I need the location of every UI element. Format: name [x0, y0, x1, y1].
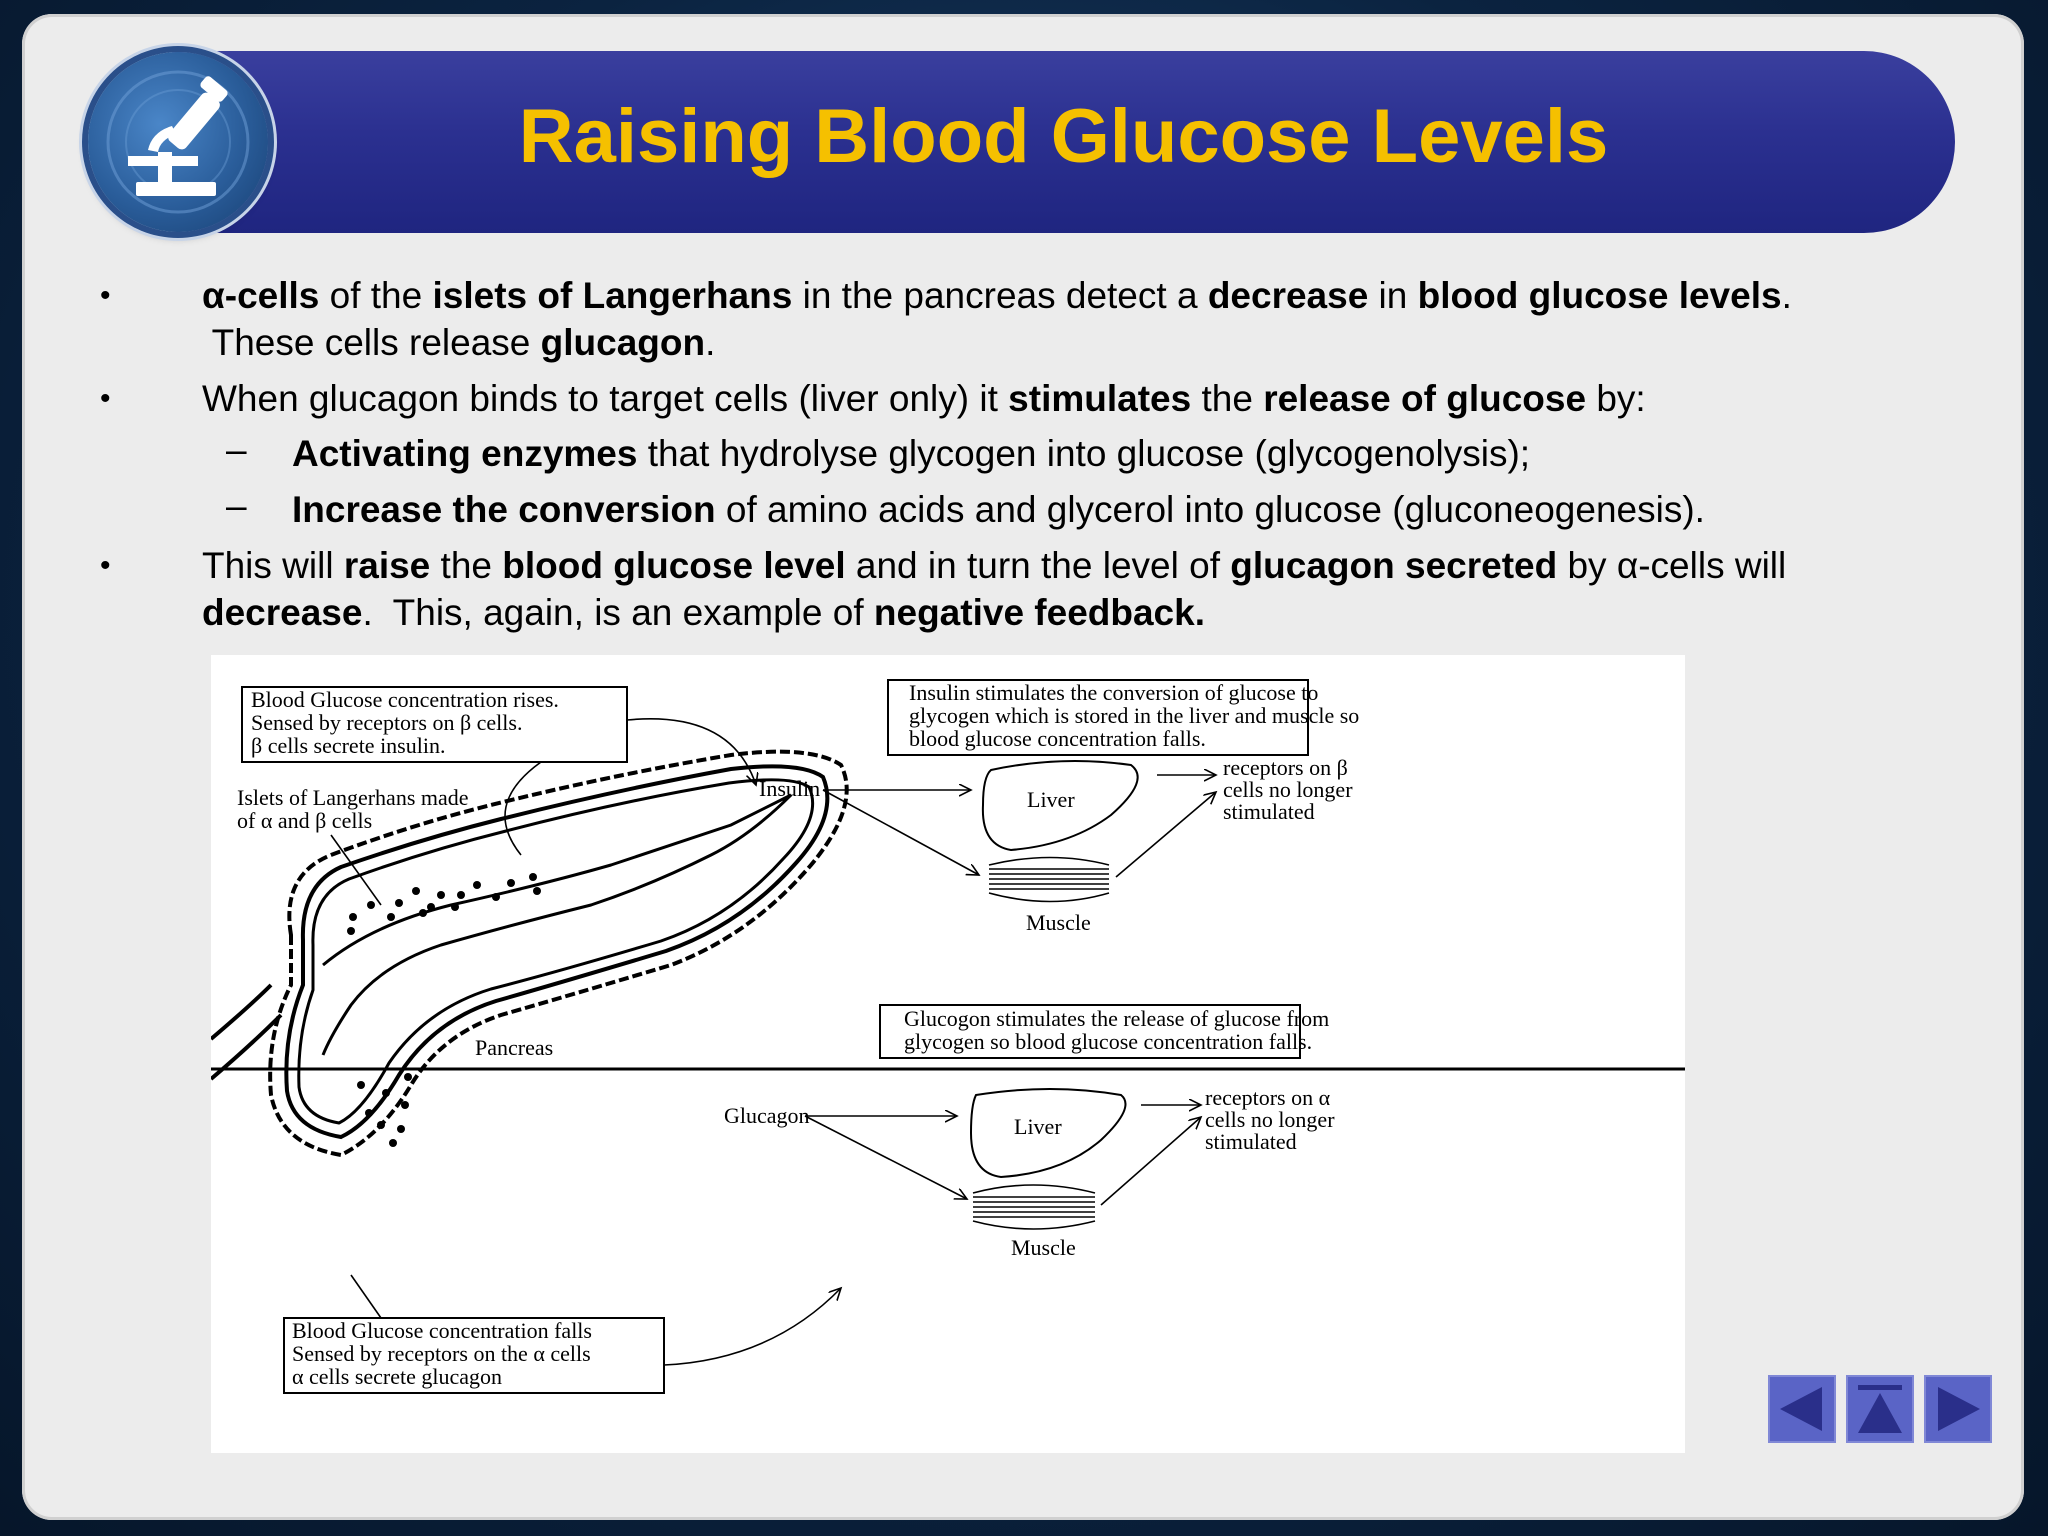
box-glucagon-stimulates — [879, 1004, 1301, 1059]
bold-text-run: glucagon secreted — [1230, 545, 1558, 586]
liver-top-label: Liver — [1027, 787, 1075, 812]
text-run: . — [1781, 275, 1792, 316]
text-run: that hydrolyse glycogen into glucose (gl… — [637, 433, 1531, 474]
islet-cells — [347, 873, 541, 1147]
bullet-3-line-1: This will raise the blood glucose level … — [202, 542, 1786, 589]
bold-text-run: raise — [343, 545, 431, 586]
bullet-1-line-1: α-cells of the islets of Langerhans in t… — [202, 272, 1792, 319]
bold-text-run: glucagon — [540, 322, 706, 363]
bullet-dot: • — [100, 382, 111, 415]
bullet-dot: • — [100, 549, 111, 582]
liver-bottom-label: Liver — [1014, 1114, 1062, 1139]
arrow-insulin-muscle — [822, 789, 979, 875]
next-button[interactable] — [1924, 1375, 1992, 1443]
box-glucose-rises — [241, 686, 628, 763]
muscle-bottom-illustration — [972, 1184, 1096, 1230]
previous-icon — [1780, 1387, 1822, 1431]
box-insulin-stimulates — [887, 679, 1309, 756]
text-run: by α-cells will — [1557, 545, 1787, 586]
sub-bullet-1-text: Activating enzymes that hydrolyse glycog… — [292, 430, 1530, 477]
text-run: and in turn the level of — [845, 545, 1231, 586]
box-glucagon-line-1: Glucogon stimulates the release of gluco… — [904, 1006, 1329, 1031]
prev-button[interactable] — [1768, 1375, 1836, 1443]
bold-text-run: negative feedback. — [873, 592, 1205, 633]
sub-bullet-dash: – — [226, 485, 247, 526]
muscle-top-illustration — [988, 856, 1110, 903]
receptors-beta-line-2: cells no longer — [1223, 777, 1353, 802]
islets-label-line-1: Islets of Langerhans made — [237, 785, 469, 810]
box-rise-line-2: Sensed by receptors on β cells. — [251, 710, 522, 735]
sub-bullet-2-text: Increase the conversion of amino acids a… — [292, 486, 1705, 533]
box-rise-line-3: β cells secrete insulin. — [251, 733, 445, 758]
receptors-alpha-line-2: cells no longer — [1205, 1107, 1335, 1132]
bold-text-run: stimulates — [1008, 378, 1192, 419]
pancreas-illustration — [211, 749, 849, 1158]
box-insulin-line-2: glycogen which is stored in the liver an… — [909, 703, 1359, 728]
bullet-dot: • — [100, 279, 111, 312]
bold-text-run: blood glucose levels — [1417, 275, 1782, 316]
muscle-top-label: Muscle — [1026, 910, 1091, 935]
box-rise-line-1: Blood Glucose concentration rises. — [251, 687, 559, 712]
islets-label-line-2: of α and β cells — [237, 808, 372, 833]
box-glucagon-line-2: glycogen so blood glucose concentration … — [904, 1029, 1312, 1054]
microscope-logo-icon — [88, 52, 268, 232]
bold-text-run: Activating enzymes — [292, 433, 638, 474]
text-run: by: — [1586, 378, 1646, 419]
bullet-3-line-2: decrease. This, again, is an example of … — [202, 589, 1205, 636]
arrow-muscle-receptors-alpha — [1100, 1117, 1201, 1206]
box-insulin-line-1: Insulin stimulates the conversion of glu… — [909, 680, 1318, 705]
text-run: the — [430, 545, 503, 586]
pointer-alpha-cells — [350, 1274, 382, 1319]
receptors-beta-line-1: receptors on β — [1223, 755, 1348, 780]
box-glucose-falls — [283, 1317, 665, 1394]
text-run: of the — [319, 275, 433, 316]
text-run: the — [1191, 378, 1264, 419]
text-run: in — [1368, 275, 1418, 316]
text-run: . — [705, 322, 716, 363]
arrow-glucagon-muscle — [804, 1115, 967, 1199]
page-title: Raising Blood Glucose Levels — [518, 94, 1609, 179]
box-fall-line-3: α cells secrete glucagon — [292, 1364, 502, 1389]
bold-text-run: decrease — [202, 592, 363, 633]
receptors-beta-line-3: stimulated — [1223, 799, 1315, 824]
bullet-2-text: When glucagon binds to target cells (liv… — [202, 375, 1646, 422]
box-insulin-line-3: blood glucose concentration falls. — [909, 726, 1206, 751]
arrow-to-insulin — [626, 718, 756, 785]
glucagon-label: Glucagon — [724, 1103, 810, 1128]
title-banner — [172, 51, 1955, 233]
pancreas-label: Pancreas — [475, 1035, 553, 1060]
bold-text-run: islets of Langerhans — [432, 275, 793, 316]
text-run: of amino acids and glycerol into glucose… — [715, 489, 1705, 530]
next-icon — [1938, 1387, 1980, 1431]
bullet-1-line-2: These cells release glucagon. — [202, 319, 716, 366]
liver-bottom-illustration — [969, 1088, 1127, 1179]
pointer-islets — [330, 834, 382, 906]
text-run: This will — [202, 545, 344, 586]
sub-bullet-dash: – — [226, 429, 247, 470]
bold-text-run: Increase the conversion — [292, 489, 716, 530]
bold-text-run: decrease — [1207, 275, 1369, 316]
box-fall-line-1: Blood Glucose concentration falls — [292, 1318, 592, 1343]
box-fall-line-2: Sensed by receptors on the α cells — [292, 1341, 591, 1366]
arrow-to-glucagon — [663, 1288, 841, 1366]
liver-top-illustration — [981, 760, 1139, 852]
arrow-muscle-receptors — [1115, 792, 1216, 878]
text-run: These cells release — [202, 322, 541, 363]
blood-glucose-diagram: Blood Glucose concentration rises. Sense… — [211, 655, 1685, 1453]
insulin-label: Insulin — [759, 776, 820, 801]
bold-text-run: blood glucose level — [502, 545, 846, 586]
receptors-alpha-line-3: stimulated — [1205, 1129, 1297, 1154]
home-button[interactable] — [1846, 1375, 1914, 1443]
text-run: . This, again, is an example of — [362, 592, 874, 633]
text-run: When glucagon binds to target cells (liv… — [202, 378, 1009, 419]
receptors-alpha-line-1: receptors on α — [1205, 1085, 1331, 1110]
text-run: in the pancreas detect a — [792, 275, 1208, 316]
home-icon — [1858, 1385, 1902, 1433]
bold-text-run: α-cells — [202, 275, 320, 316]
bold-text-run: release of glucose — [1263, 378, 1587, 419]
pointer-islets-top — [504, 761, 542, 856]
muscle-bottom-label: Muscle — [1011, 1235, 1076, 1260]
